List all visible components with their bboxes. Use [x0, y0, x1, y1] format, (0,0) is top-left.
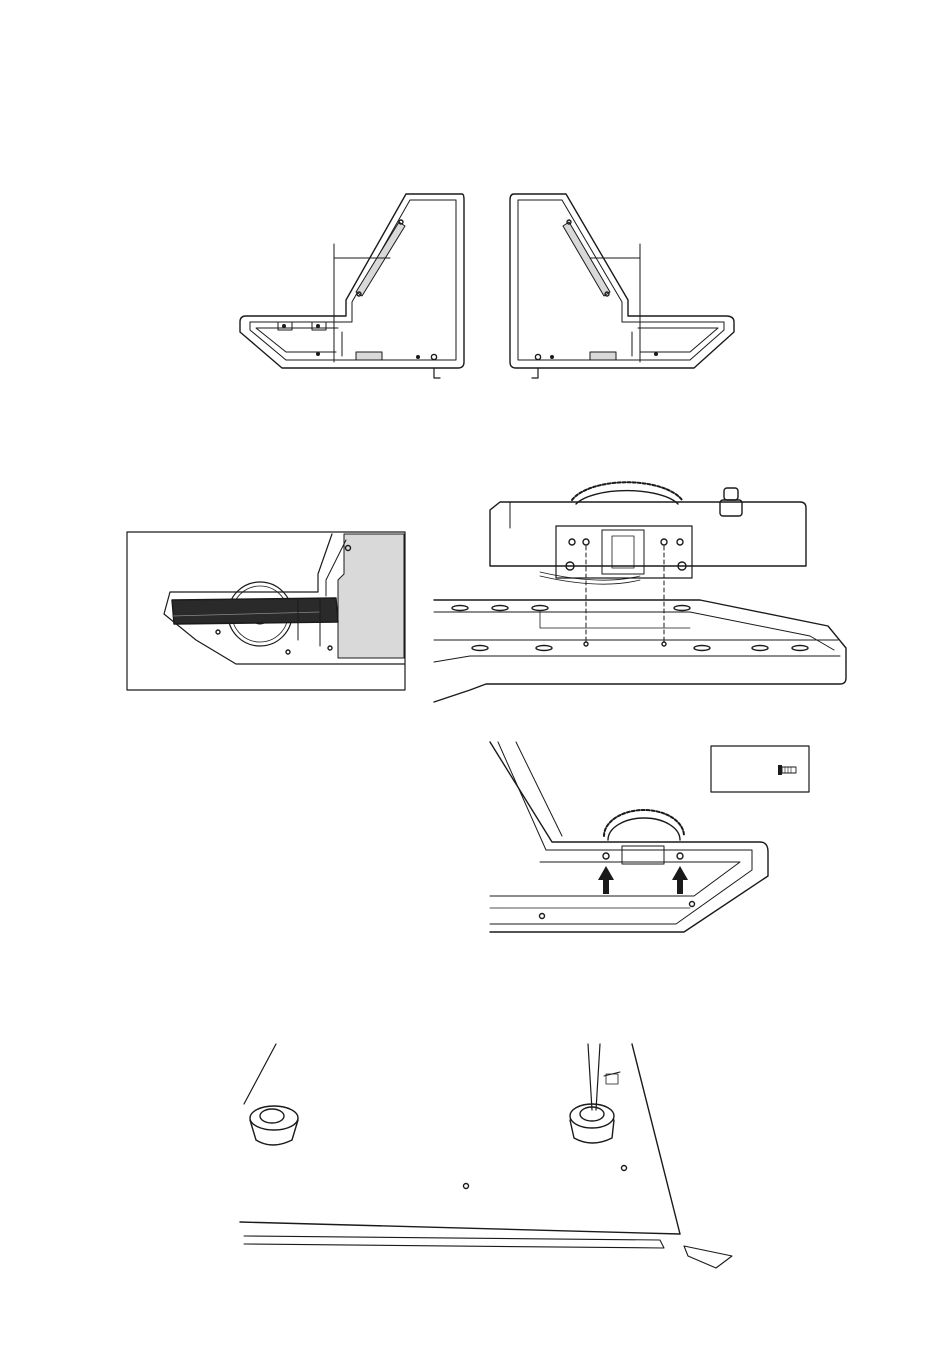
left-side-panel [240, 194, 464, 378]
arrow-up-icon [598, 866, 614, 894]
right-side-panel [510, 194, 734, 378]
arrow-up-icon [672, 866, 688, 894]
rubber-foot-icon [250, 1106, 298, 1145]
screw-icon [778, 765, 796, 775]
screwdriver-icon [588, 1044, 600, 1110]
screw-holes-with-arrows [490, 742, 809, 932]
control-unit-to-base [434, 482, 846, 702]
inset-panel-alignment [127, 532, 405, 690]
feet-and-screwdriver [240, 1044, 732, 1268]
